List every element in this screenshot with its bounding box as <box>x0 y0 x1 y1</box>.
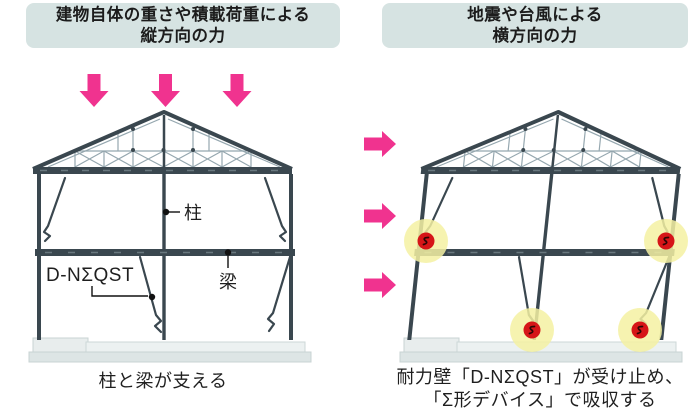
right-arrow-icon-2 <box>364 203 396 229</box>
left-house: 柱 梁 D-NΣQST <box>28 74 312 363</box>
left-panel-header: 建物自体の重さや積載荷重による 縦方向の力 <box>26 3 340 48</box>
left-house-foundation <box>28 337 312 363</box>
beam-callout: 梁 <box>219 249 237 292</box>
right-caption-line1: 耐力壁「D-NΣQST」が受け止め、 <box>396 367 684 387</box>
sigma-device-2 <box>643 218 689 264</box>
down-arrow-icon-2 <box>151 74 180 107</box>
sigma-device-4 <box>617 307 663 353</box>
vertical-load-arrows <box>79 74 252 107</box>
right-arrow-icon-1 <box>364 131 396 157</box>
right-header-line2: 横方向の力 <box>492 26 578 45</box>
device-callout: D-NΣQST <box>46 265 156 301</box>
device-dot <box>148 293 156 301</box>
right-header-line1: 地震や台風による <box>467 5 603 24</box>
pillar-dot <box>162 208 170 216</box>
sigma-device-1 <box>403 218 449 264</box>
pillar-callout: 柱 <box>162 203 202 223</box>
lateral-load-arrows <box>364 131 396 298</box>
right-house-frame <box>403 112 689 340</box>
right-panel-header: 地震や台風による 横方向の力 <box>382 3 688 48</box>
left-house-frame <box>31 110 297 342</box>
right-caption-line2: 「Σ形デバイス」で吸収する <box>423 390 657 410</box>
beam-dot <box>224 249 232 256</box>
beam-label: 梁 <box>219 272 237 292</box>
left-header-line1: 建物自体の重さや積載荷重による <box>55 5 311 24</box>
right-arrow-icon-3 <box>364 272 396 298</box>
pillar-label: 柱 <box>184 203 202 223</box>
left-caption: 柱と梁が支える <box>98 371 228 391</box>
right-house <box>364 112 689 363</box>
left-header-line2: 縦方向の力 <box>140 26 226 45</box>
device-leader-line <box>91 286 148 297</box>
down-arrow-icon-3 <box>222 74 252 107</box>
device-label: D-NΣQST <box>46 265 134 286</box>
sigma-device-3 <box>509 307 555 353</box>
right-house-frame-sheared <box>403 112 689 340</box>
down-arrow-icon-1 <box>79 74 109 107</box>
right-caption: 耐力壁「D-NΣQST」が受け止め、 「Σ形デバイス」で吸収する <box>384 366 696 412</box>
